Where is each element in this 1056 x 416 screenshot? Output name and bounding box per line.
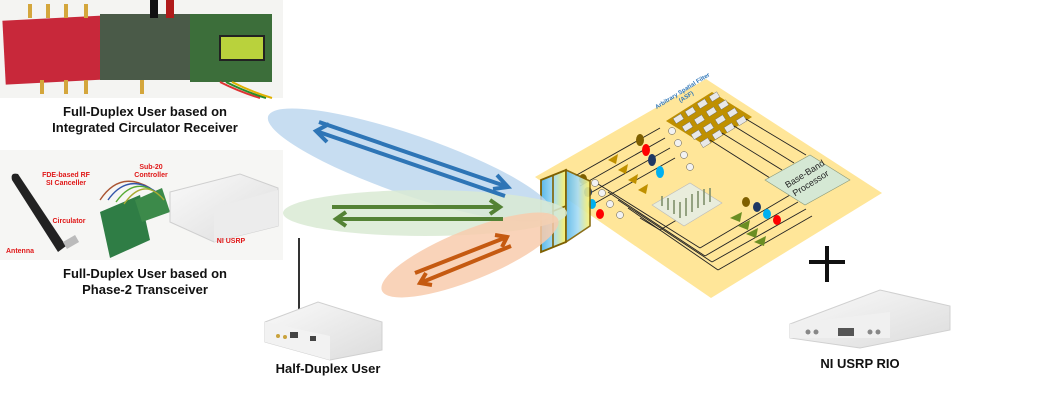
caption-usrp-rio: NI USRP RIO [820,356,900,371]
caption-user2-line1: Full-Duplex User based on [63,266,227,281]
label-circulator: Circulator [52,218,86,225]
power-amplifiers [730,212,766,246]
label-sub20-line2: Controller [134,172,168,179]
label-sub20-controller: Sub-20 Controller [126,164,176,180]
beam-glyphs-asf [636,134,664,178]
mixers [591,127,694,219]
label-fde-line2: SI Canceller [45,180,87,187]
label-sub20-line1: Sub-20 [139,164,163,171]
fpga-heatsink [651,182,723,227]
photo-half-duplex-usrp [264,238,383,361]
label-fde-canceller: FDE-based RF SI Canceller [36,172,96,188]
link-arrows-user3 [414,233,512,287]
photo-usrp-rio [789,289,951,349]
plus-icon [809,246,845,282]
caption-user1-line2: Integrated Circulator Receiver [52,120,238,135]
link-arrows-user1 [312,120,513,198]
label-fde-line1: FDE-based RF [42,172,90,179]
caption-user1-line1: Full-Duplex User based on [63,104,227,119]
label-antenna: Antenna [6,248,34,255]
asf-grid [666,91,752,148]
label-ni-usrp: NI USRP [216,238,246,245]
caption-user2-line2: Phase-2 Transceiver [82,282,208,297]
caption-user3: Half-Duplex User [275,361,381,376]
circuit-wiring [574,118,813,271]
caption-user2: Full-Duplex User based on Phase-2 Transc… [40,266,250,298]
beam-glyphs-output [742,197,781,225]
caption-user1: Full-Duplex User based on Integrated Cir… [40,104,250,136]
photo-icr-board [0,0,283,99]
amplifiers [608,154,648,194]
link-arrows-user2 [332,198,504,228]
baseband-processor-box [764,154,851,206]
base-station-plane [535,79,882,298]
photo-phase2-setup [0,150,283,260]
